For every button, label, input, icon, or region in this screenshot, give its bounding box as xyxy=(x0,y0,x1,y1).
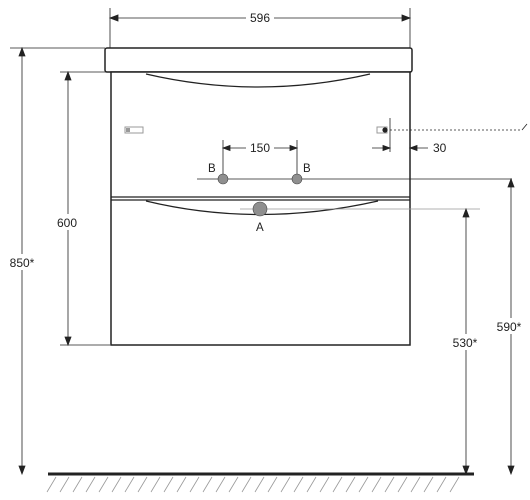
floor-hatch-stroke xyxy=(176,476,187,493)
total-arrow-bottom xyxy=(18,465,26,476)
floor-hatch-stroke xyxy=(98,476,109,493)
floor-hatch-stroke xyxy=(384,476,395,493)
floor-hatch-stroke xyxy=(241,476,252,493)
drain-height-label-bg xyxy=(446,334,484,350)
floor-hatch-stroke xyxy=(436,476,447,493)
width-label-bg xyxy=(246,10,274,25)
hole-spacing-label: 150 xyxy=(250,141,270,155)
cabinet-height-label: 600 xyxy=(57,216,77,230)
supply-height-label: 590* xyxy=(497,320,522,334)
width-arrow-left xyxy=(108,14,119,22)
spacing-arrow-left xyxy=(221,144,231,152)
floor-hatch-stroke xyxy=(202,476,213,493)
cabinet-height-dimension xyxy=(60,70,110,347)
drain-hole xyxy=(252,201,268,217)
drain-arrow-top xyxy=(462,207,470,218)
floor-hatch-stroke xyxy=(215,476,226,493)
floor-hatch-stroke xyxy=(111,476,122,493)
width-label: 596 xyxy=(250,11,270,25)
floor-hatch-stroke xyxy=(228,476,239,493)
floor-hatch-stroke xyxy=(85,476,96,493)
supply-hole-left xyxy=(217,173,229,185)
floor-hatch-stroke xyxy=(280,476,291,493)
floor-hatch-stroke xyxy=(332,476,343,493)
mounting-bracket-left xyxy=(124,126,144,134)
supply-arrow-top xyxy=(507,177,515,188)
side-offset-dimension xyxy=(372,118,428,152)
drain-label: A xyxy=(256,222,264,234)
total-arrow-top xyxy=(18,46,26,57)
cabinet-label-bg xyxy=(52,214,82,230)
floor-hatch-stroke xyxy=(124,476,135,493)
floor-hatch-stroke xyxy=(345,476,356,493)
floor-hatch-stroke xyxy=(306,476,317,493)
floor-hatching xyxy=(46,476,460,493)
floor-hatch-stroke xyxy=(137,476,148,493)
total-label-bg xyxy=(4,254,40,270)
offset-arrow-left xyxy=(382,144,392,152)
spacing-label-bg xyxy=(246,141,274,155)
supply-hole-right xyxy=(291,173,303,185)
floor-hatch-stroke xyxy=(371,476,382,493)
floor-hatch-stroke xyxy=(319,476,330,493)
bracket-reference-tick xyxy=(521,123,528,131)
supply-height-label-bg xyxy=(491,318,527,334)
spacing-arrow-right xyxy=(289,144,299,152)
floor-hatch-stroke xyxy=(293,476,304,493)
width-arrow-right xyxy=(401,14,412,22)
floor-hatch-stroke xyxy=(358,476,369,493)
floor-hatch-stroke xyxy=(267,476,278,493)
supply-arrow-bottom xyxy=(507,465,515,476)
total-height-label: 850* xyxy=(10,256,35,270)
floor-hatch-stroke xyxy=(449,476,460,493)
drain-arrow-bottom xyxy=(462,465,470,476)
countertop xyxy=(104,47,413,73)
drain-height-label: 530* xyxy=(453,336,478,350)
supply-label-left: B xyxy=(208,163,216,175)
offset-arrow-right xyxy=(408,144,418,152)
floor-hatch-stroke xyxy=(46,476,57,493)
supply-label-right: B xyxy=(303,163,311,175)
floor-hatch-stroke xyxy=(254,476,265,493)
cabinet-arrow-bottom xyxy=(64,336,72,347)
floor-hatch-stroke xyxy=(397,476,408,493)
floor-hatch-stroke xyxy=(72,476,83,493)
side-offset-label: 30 xyxy=(433,141,447,155)
floor-hatch-stroke xyxy=(150,476,161,493)
floor-hatch-stroke xyxy=(410,476,421,493)
mounting-bracket-right xyxy=(376,126,388,134)
floor-hatch-stroke xyxy=(163,476,174,493)
floor-hatch-stroke xyxy=(189,476,200,493)
floor-hatch-stroke xyxy=(59,476,70,493)
upper-drawer-curve xyxy=(145,73,371,88)
cabinet-arrow-top xyxy=(64,70,72,81)
floor-hatch-stroke xyxy=(423,476,434,493)
